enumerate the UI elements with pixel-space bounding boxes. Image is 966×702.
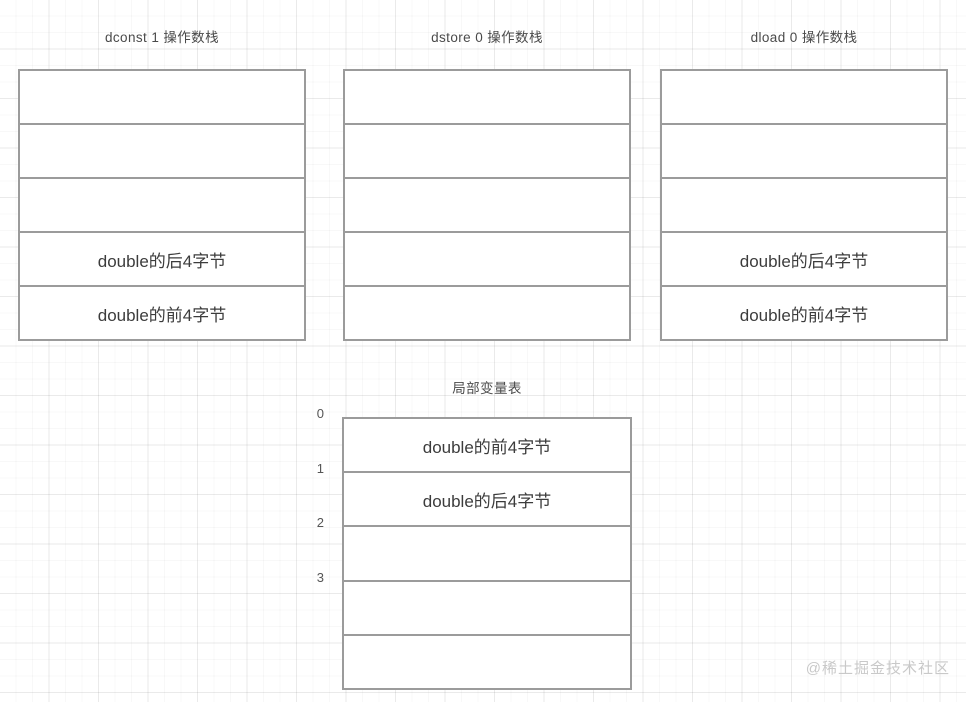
operand-stack-dconst: double的后4字节 double的前4字节 [18,69,306,341]
local-variable-table-title: 局部变量表 [452,381,522,396]
local-slot-index-0: 0 [316,406,324,421]
stack-slot: double的前4字节 [20,287,304,339]
stack-slot [345,233,629,287]
stack-slot [662,125,946,179]
local-slot: double的前4字节 [344,419,630,474]
operand-stack-title-dload: dload 0 操作数栈 [750,30,858,45]
local-slot [344,527,630,582]
stack-slot [662,71,946,125]
stack-slot [345,179,629,233]
stack-slot [20,125,304,179]
stack-slot [345,71,629,125]
local-slot-index-2: 2 [316,515,324,530]
local-slot-index-3: 3 [316,570,324,585]
operand-stack-title-dstore: dstore 0 操作数栈 [431,30,543,45]
stack-slot: double的后4字节 [662,233,946,287]
local-slot [344,581,630,636]
local-variable-table: double的前4字节 double的后4字节 [342,417,632,690]
watermark: @稀土掘金技术社区 [805,660,950,677]
stack-slot [662,179,946,233]
stack-slot: double的后4字节 [20,233,304,287]
stack-slot [345,125,629,179]
stack-slot [20,71,304,125]
local-slot-index-1: 1 [316,461,324,476]
operand-stack-dstore [343,69,631,341]
local-slot: double的后4字节 [344,473,630,528]
operand-stack-dload: double的后4字节 double的前4字节 [660,69,948,341]
stack-slot: double的前4字节 [662,287,946,339]
stack-slot [345,287,629,339]
operand-stack-title-dconst: dconst 1 操作数栈 [105,30,219,45]
stack-slot [20,179,304,233]
local-slot [344,635,630,689]
